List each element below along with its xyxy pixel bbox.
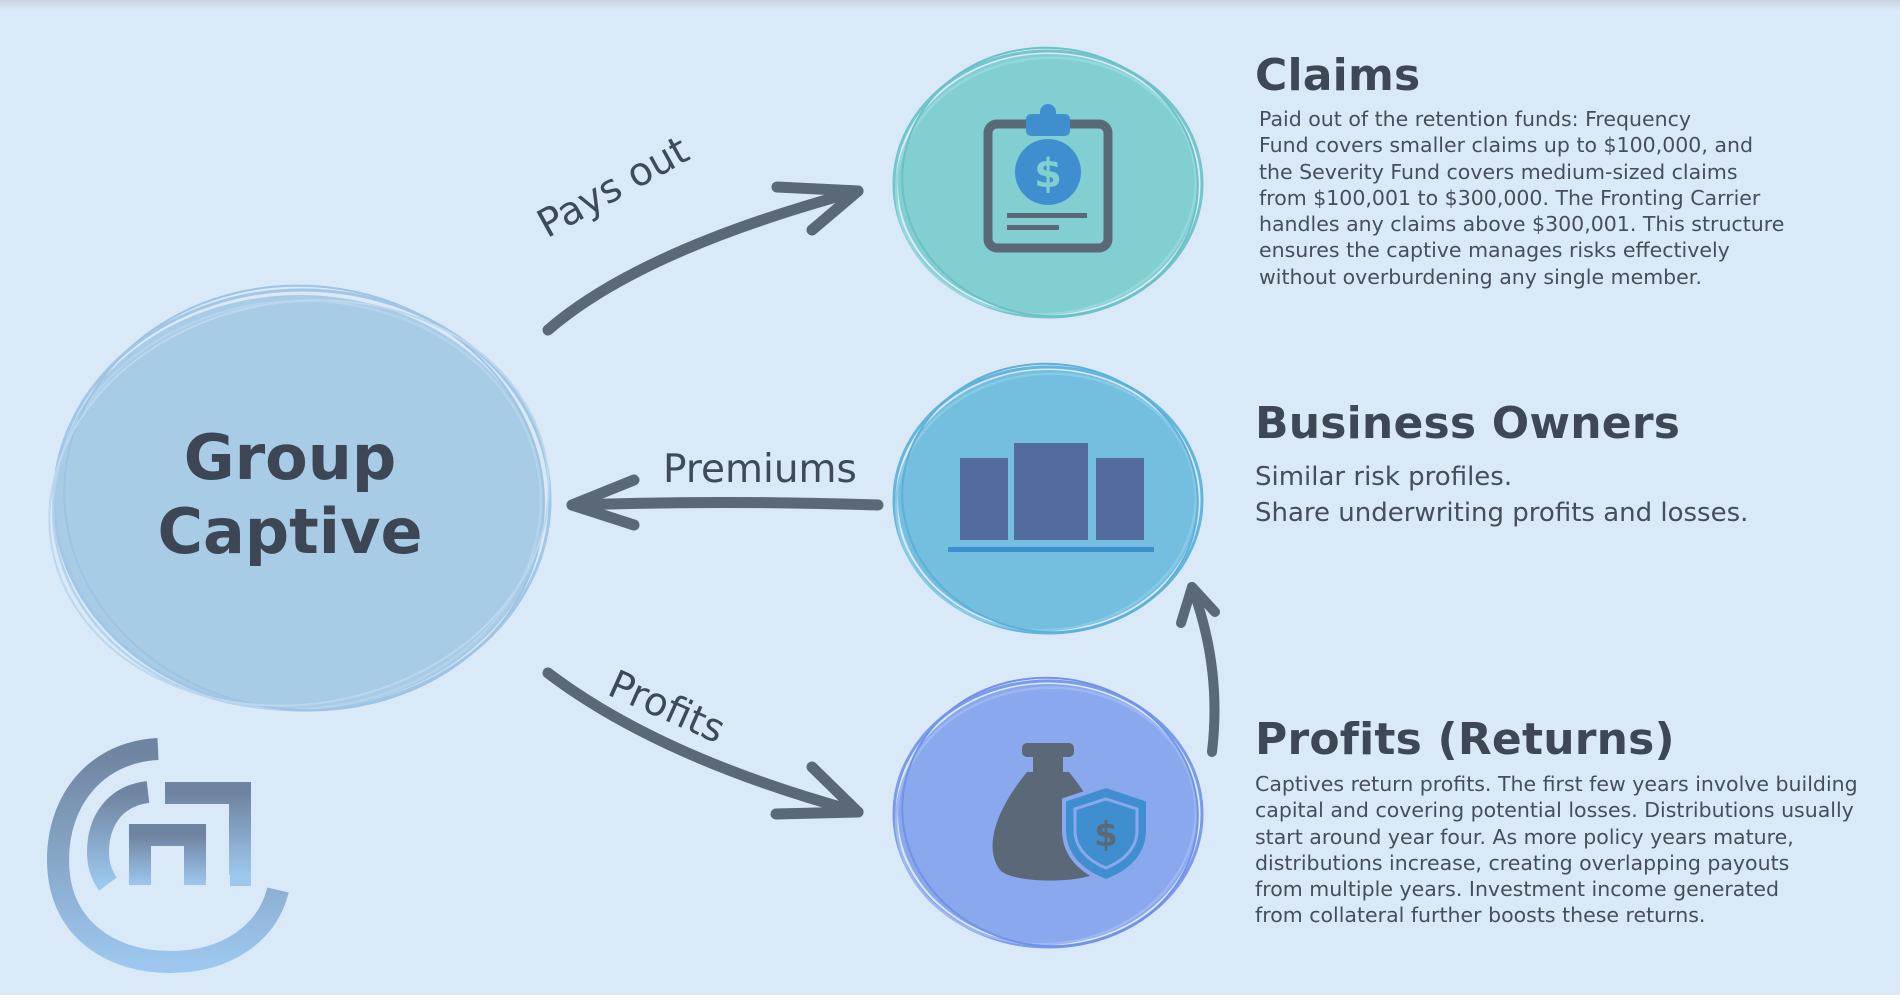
svg-text:$: $ [1034, 151, 1062, 197]
premiums-arrow [566, 474, 884, 531]
profits-description: Captives return profits. The first few y… [1255, 772, 1858, 928]
clipboard-dollar-icon: $ [983, 104, 1113, 253]
company-logo-icon [46, 738, 289, 974]
profits-heading: Profits (Returns) [1255, 714, 1675, 765]
claims-heading: Claims [1255, 50, 1421, 101]
profits-arrow [542, 667, 864, 820]
money-bag-shield-icon: $ [992, 743, 1150, 884]
business-owners-description: Similar risk profiles. Share underwritin… [1255, 462, 1749, 528]
group-captive-node [48, 284, 552, 712]
group-captive-title: Group Captive [157, 421, 423, 568]
returns-up-arrow [1176, 582, 1220, 757]
bottom-edge [0, 995, 1900, 1000]
pays-out-arrow [542, 181, 864, 336]
building-icon [948, 443, 1154, 552]
premiums-label: Premiums [663, 447, 857, 492]
top-edge-shadow [0, 0, 1900, 10]
business-owners-heading: Business Owners [1255, 398, 1681, 449]
svg-text:$: $ [1094, 815, 1118, 855]
claims-description: Paid out of the retention funds: Frequen… [1259, 107, 1785, 289]
